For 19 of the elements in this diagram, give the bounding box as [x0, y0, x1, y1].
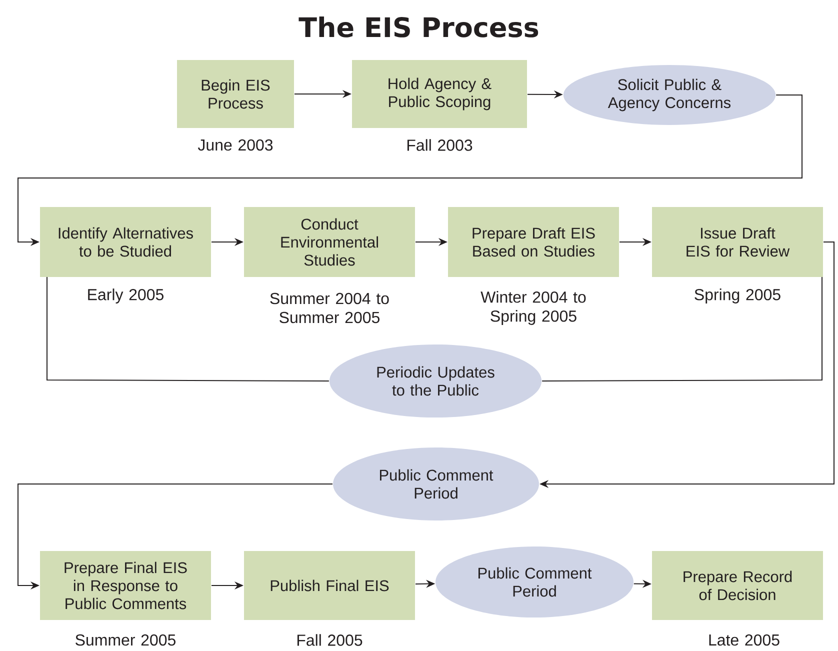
date-label: Fall 2003 — [407, 139, 472, 151]
process-box: Prepare Draft EIS Based on Studies — [448, 207, 619, 277]
process-box: Publish Final EIS — [244, 551, 415, 620]
date-label: Early 2005 — [88, 288, 164, 304]
process-box: Prepare Final EIS in Response to Public Comments — [40, 551, 211, 620]
date-label: Spring 2005 — [694, 288, 780, 304]
date-label: Summer 2005 — [76, 634, 176, 646]
date-label: Summer 2004 to Summer 2005 — [270, 292, 389, 324]
date-label: June 2003 — [198, 139, 273, 151]
process-box: Conduct Environmental Studies — [244, 207, 415, 277]
process-box: Issue Draft EIS for Review — [652, 207, 823, 277]
process-box: Prepare Record of Decision — [652, 551, 823, 620]
process-box: Identify Alternatives to be Studied — [40, 207, 211, 277]
date-label: Winter 2004 to Spring 2005 — [480, 291, 586, 325]
process-box: Begin EIS Process — [177, 60, 294, 128]
date-label: Fall 2005 — [297, 634, 362, 646]
process-box: Hold Agency & Public Scoping — [352, 60, 527, 128]
title: The EIS Process — [298, 16, 538, 38]
date-label: Late 2005 — [709, 634, 780, 646]
